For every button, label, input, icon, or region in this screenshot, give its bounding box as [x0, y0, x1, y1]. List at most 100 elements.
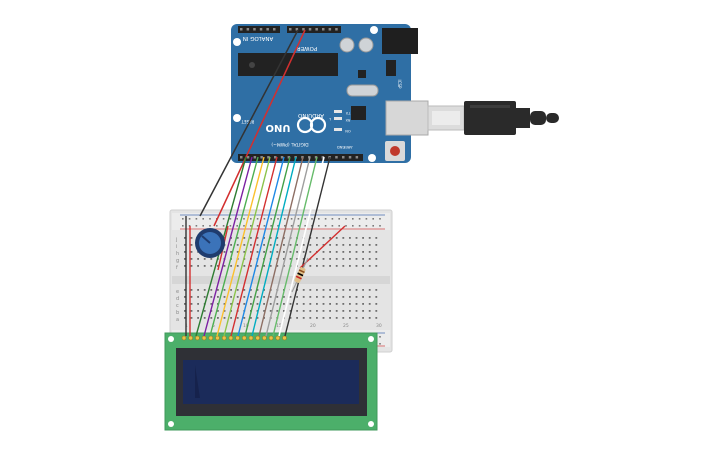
rail-hole: [202, 218, 204, 220]
breadboard-hole: [349, 289, 351, 291]
breadboard-hole: [184, 251, 186, 253]
lcd-pin: [195, 335, 200, 341]
breadboard-hole: [349, 237, 351, 239]
column-number: 10: [243, 323, 249, 329]
wire[interactable]: [278, 156, 325, 337]
on-label: ON: [345, 129, 351, 133]
wire[interactable]: [299, 225, 346, 269]
breadboard-hole: [223, 303, 226, 305]
breadboard-hole: [362, 251, 364, 253]
breadboard-hole: [197, 303, 199, 305]
breadboard-hole: [263, 303, 265, 305]
header-pin: [240, 156, 243, 159]
breadboard-hole: [210, 265, 213, 267]
breadboard-hole: [349, 258, 351, 260]
breadboard-hole: [250, 251, 252, 253]
breadboard-hole: [210, 289, 213, 291]
wire[interactable]: [251, 156, 297, 337]
breadboard-hole: [296, 296, 298, 298]
wire[interactable]: [216, 156, 265, 337]
breadboard-hole: [335, 303, 338, 305]
wire-gnd[interactable]: [199, 29, 299, 217]
arduino-uno-board[interactable]: ANALOG IN POWER UNO ARDUINO DIGITAL (PWM…: [231, 24, 429, 163]
wire-5v[interactable]: [213, 29, 306, 227]
mount-hole: [370, 26, 378, 34]
breadboard-hole: [283, 303, 285, 305]
breadboard-hole: [322, 310, 325, 312]
rail-hole: [277, 225, 279, 227]
breadboard-hole: [362, 289, 364, 291]
breadboard-hole: [283, 296, 285, 298]
wire[interactable]: [258, 156, 304, 337]
breadboard-hole: [223, 317, 226, 319]
header-pin: [342, 156, 345, 159]
wire[interactable]: [244, 156, 291, 337]
breadboard-hole: [190, 289, 193, 291]
rail-hole: [236, 218, 238, 220]
breadboard-hole: [342, 258, 345, 260]
digital-header: [238, 154, 363, 161]
rail-hole: [188, 225, 191, 227]
breadboard-hole: [375, 237, 378, 239]
breadboard-hole: [263, 244, 265, 246]
rail-hole: [318, 225, 320, 227]
breadboard-hole: [355, 296, 358, 298]
breadboard-hole: [375, 296, 378, 298]
breadboard-hole: [309, 317, 312, 319]
breadboard-hole: [236, 289, 239, 291]
wire[interactable]: [230, 156, 278, 337]
wire[interactable]: [223, 156, 271, 337]
wire[interactable]: [272, 156, 318, 337]
breadboard-hole: [263, 237, 265, 239]
breadboard-hole: [210, 317, 213, 319]
breadboard-hole: [276, 296, 279, 298]
breadboard-hole: [190, 265, 193, 267]
breadboard-hole: [316, 265, 318, 267]
breadboard-hole: [236, 317, 239, 319]
header-pin: [295, 28, 299, 31]
breadboard-hole: [197, 310, 199, 312]
breadboard-hole: [322, 265, 325, 267]
breadboard-hole: [335, 296, 338, 298]
lcd-display[interactable]: [164, 332, 378, 431]
breadboard-hole: [283, 251, 285, 253]
header-pin: [273, 28, 276, 31]
breadboard-hole: [289, 303, 292, 305]
breadboard-hole: [355, 317, 358, 319]
breadboard-hole: [210, 296, 213, 298]
row-letter: a: [176, 317, 179, 323]
potentiometer[interactable]: [195, 228, 225, 258]
breadboard-hole: [329, 310, 331, 312]
wire[interactable]: [203, 156, 253, 337]
digital-label: DIGITAL (PWM~): [271, 141, 309, 147]
rail-hole: [229, 225, 232, 227]
wire[interactable]: [265, 156, 311, 337]
breadboard-hole: [368, 258, 371, 260]
breadboard-hole: [302, 310, 305, 312]
header-pin: [348, 156, 352, 159]
rail-hole: [372, 218, 374, 220]
rail-hole: [304, 225, 306, 227]
breadboard-hole: [236, 296, 239, 298]
wire[interactable]: [237, 156, 285, 337]
rail-hole: [216, 225, 218, 227]
wire[interactable]: [284, 156, 331, 337]
wire[interactable]: [209, 156, 259, 337]
resistor[interactable]: [291, 257, 309, 293]
breadboard-hole: [349, 317, 351, 319]
breadboard-hole: [184, 296, 186, 298]
breadboard-hole: [236, 244, 239, 246]
wires[interactable]: [185, 29, 346, 337]
breadboard-hole: [230, 251, 232, 253]
rail-hole: [331, 218, 334, 220]
usb-cable[interactable]: [427, 101, 559, 135]
breadboard-hole: [250, 244, 252, 246]
rail-hole: [297, 218, 300, 220]
breadboard-hole: [223, 237, 226, 239]
rail-hole: [284, 218, 286, 220]
breadboard-hole: [349, 251, 351, 253]
header-pin: [246, 28, 250, 31]
breadboard-hole: [250, 289, 252, 291]
breadboard-hole: [269, 244, 272, 246]
power-label: POWER: [297, 45, 318, 51]
